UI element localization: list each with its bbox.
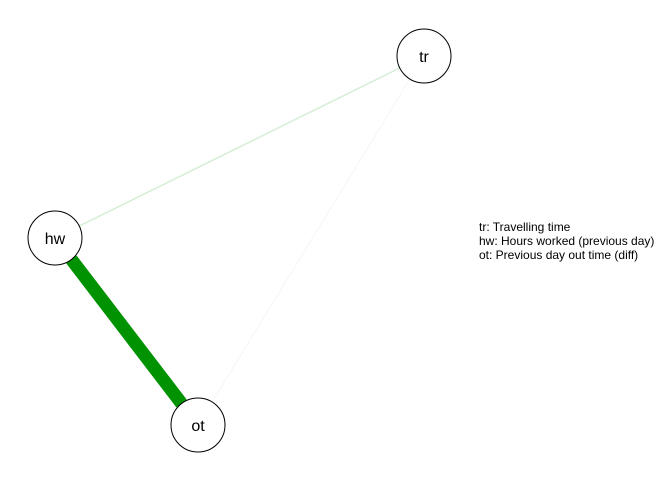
legend: tr: Travelling time hw: Hours worked (pr… [479, 220, 654, 262]
node-ot: ot [170, 397, 226, 453]
legend-item-ot: ot: Previous day out time (diff) [479, 248, 639, 262]
node-tr: tr [396, 28, 452, 84]
node-circle-tr [396, 28, 452, 84]
node-label-hw: hw [45, 231, 66, 248]
legend-item-tr: tr: Travelling time [479, 220, 571, 234]
node-circle-ot [170, 397, 226, 453]
edges-layer [66, 67, 411, 408]
node-circle-hw [27, 210, 83, 266]
node-label-tr: tr [419, 49, 429, 66]
nodes-layer: tr hw ot [27, 28, 452, 453]
edge-hw-tr [78, 67, 401, 227]
legend-item-hw: hw: Hours worked (previous day) [479, 234, 655, 248]
node-hw: hw [27, 210, 83, 266]
edge-tr-ot [211, 78, 411, 403]
node-label-ot: ot [191, 418, 205, 435]
edge-hw-ot [66, 255, 187, 408]
